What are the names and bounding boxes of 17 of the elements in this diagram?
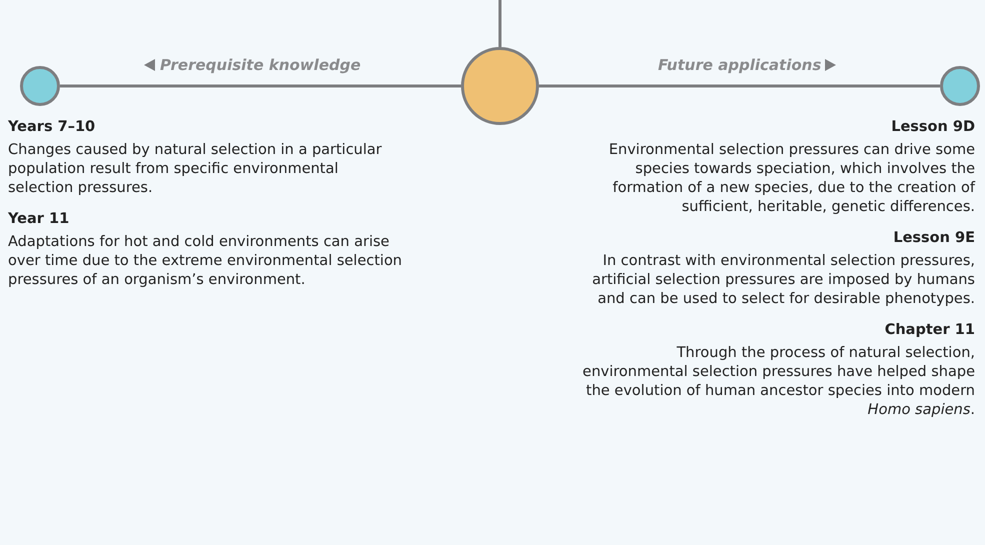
section-heading: Lesson 9E	[892, 229, 975, 248]
section-heading: Chapter 11	[884, 321, 975, 340]
description-text: Through the process of natural selection, environmental selection pressures have helped shape the evolution of human ancestor species into modern Homo sapiens.	[582, 344, 975, 420]
section-heading: Years 7–10	[8, 118, 96, 137]
connector-line	[60, 84, 461, 88]
description-text: Adaptations for hot and cold environments can arise over time due to the extreme environmental selection pressures of an organism’s environment.	[8, 233, 403, 290]
timeline-circle	[20, 66, 60, 106]
description-text: Changes caused by natural selection in a particular population result from specific environmental selection pressures.	[8, 141, 383, 198]
section-heading: Lesson 9D	[890, 118, 975, 137]
description-text: In contrast with environmental selection pressures, artificial selection pressures are imposed by humans and can be used to select for desirable phenotypes.	[591, 252, 975, 309]
edge-label: Future applications	[658, 56, 822, 74]
section-heading: Year 11	[8, 210, 70, 229]
connector-line	[498, 0, 502, 47]
timeline-circle	[940, 66, 980, 106]
description-text: Environmental selection pressures can drive some species towards speciation, which involves the formation of a new species, due to the creation of sufficient, heritable, genetic differences.	[608, 141, 975, 217]
connector-line	[539, 84, 940, 88]
edge-label: Prerequisite knowledge	[160, 56, 361, 74]
